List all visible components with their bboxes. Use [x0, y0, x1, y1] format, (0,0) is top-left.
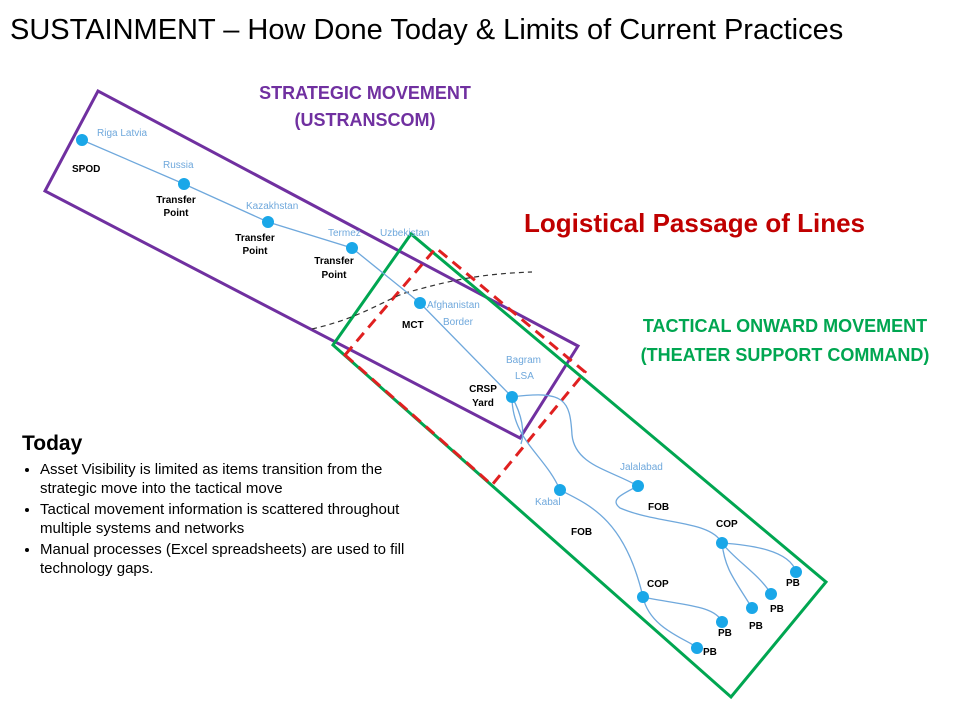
place-label: Afghanistan: [427, 300, 480, 311]
node-label: COP: [647, 579, 669, 590]
node-kazakhstan-transfer: [262, 216, 274, 228]
place-label: Bagram: [506, 355, 541, 366]
tactical-title-line: (THEATER SUPPORT COMMAND): [640, 345, 930, 365]
node-kabal-fob: [554, 484, 566, 496]
today-bullet: Asset Visibility is limited as items tra…: [40, 460, 415, 498]
place-label: Jalalabad: [620, 462, 663, 473]
node-pb-1: [790, 566, 802, 578]
today-bullet: Manual processes (Excel spreadsheets) ar…: [40, 540, 415, 578]
node-pb-2: [765, 588, 777, 600]
node-spod: [76, 134, 88, 146]
node-label: COP: [716, 519, 738, 530]
node-label: Yard: [472, 398, 494, 409]
node-label: Point: [164, 208, 190, 219]
slide-title: SUSTAINMENT – How Done Today & Limits of…: [10, 14, 844, 46]
tactical-title-line: TACTICAL ONWARD MOVEMENT: [642, 316, 928, 336]
node-cop-2: [637, 591, 649, 603]
node-pb-4: [716, 616, 728, 628]
boundary-line: [311, 271, 533, 330]
strategic-title-line: STRATEGIC MOVEMENT: [259, 83, 471, 103]
strategic-movement-title: STRATEGIC MOVEMENT (USTRANSCOM): [210, 80, 520, 134]
node-mct: [414, 297, 426, 309]
place-label: Uzbekistan: [380, 228, 429, 239]
node-label: PB: [786, 578, 800, 589]
node-label: SPOD: [72, 164, 100, 175]
node-label: FOB: [571, 527, 592, 538]
lpl-title: Logistical Passage of Lines: [524, 208, 865, 238]
place-label: Border: [443, 317, 474, 328]
node-label: FOB: [648, 502, 669, 513]
place-label: LSA: [515, 371, 534, 382]
today-heading: Today: [22, 432, 83, 455]
node-label: Point: [322, 270, 348, 281]
node-label: Transfer: [314, 256, 354, 267]
node-label: Point: [243, 246, 269, 257]
today-panel: Today Asset Visibility is limited as ite…: [20, 432, 415, 580]
node-label: Transfer: [156, 195, 196, 206]
today-bullet-list: Asset Visibility is limited as items tra…: [20, 460, 415, 578]
strategic-title-line: (USTRANSCOM): [294, 110, 436, 130]
node-pb-3: [746, 602, 758, 614]
node-label: Transfer: [235, 233, 275, 244]
node-label: MCT: [402, 320, 424, 331]
node-crsp-yard: [506, 391, 518, 403]
lpl-zone-outline: [342, 245, 588, 488]
node-label: CRSP: [469, 384, 497, 395]
node-label: PB: [718, 628, 732, 639]
node-cop-1: [716, 537, 728, 549]
node-label: PB: [749, 621, 763, 632]
place-label: Kabal: [535, 497, 561, 508]
place-label: Riga Latvia: [97, 128, 147, 139]
today-bullet: Tactical movement information is scatter…: [40, 500, 415, 538]
tactical-zone-outline: [331, 231, 829, 700]
node-russia-transfer: [178, 178, 190, 190]
node-pb-5: [691, 642, 703, 654]
place-label: Termez: [328, 228, 361, 239]
node-label: PB: [703, 647, 717, 658]
node-label: PB: [770, 604, 784, 615]
tactical-movement-title: TACTICAL ONWARD MOVEMENT (THEATER SUPPOR…: [600, 312, 960, 370]
node-termez-transfer: [346, 242, 358, 254]
place-label: Kazakhstan: [246, 201, 298, 212]
node-jalalabad-fob: [632, 480, 644, 492]
strategic-zone-outline: [42, 88, 581, 440]
place-label: Russia: [163, 160, 194, 171]
